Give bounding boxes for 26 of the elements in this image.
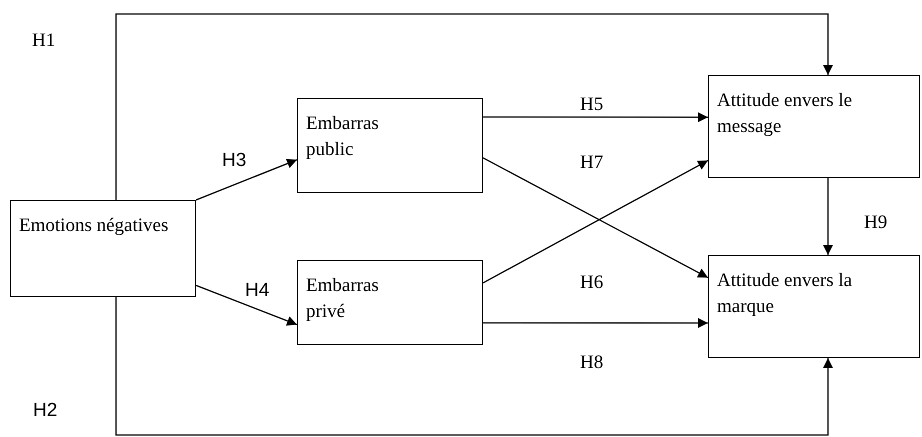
hypothesis-label: H1 [32,30,56,52]
arrow [823,178,833,255]
hypothesis-label: H8 [580,352,604,374]
arrow [196,158,298,201]
hypothesis-label: H9 [864,212,888,234]
hypothesis-label: H7 [580,152,604,174]
box-label: Attitude envers la marque [717,269,854,319]
process-box [708,255,920,358]
arrow [115,297,833,436]
hypothesis-label: H4 [245,280,270,302]
process-box [708,75,920,178]
hypothesis-label: H5 [580,94,604,116]
box-label: Emotions négatives [19,214,169,238]
box-label: Embarras privé [306,274,380,324]
hypothesis-label: H2 [33,400,58,422]
box-label: Attitude envers le message [717,89,854,139]
process-box [297,98,483,193]
arrow [196,284,298,326]
process-box [10,200,196,297]
hypothesis-label: H3 [222,150,246,172]
box-label: Embarras public [306,112,380,162]
process-box [297,260,483,345]
arrow [483,318,708,328]
arrow [483,112,708,122]
hypothesis-label: H6 [580,272,604,294]
arrow [115,13,833,200]
